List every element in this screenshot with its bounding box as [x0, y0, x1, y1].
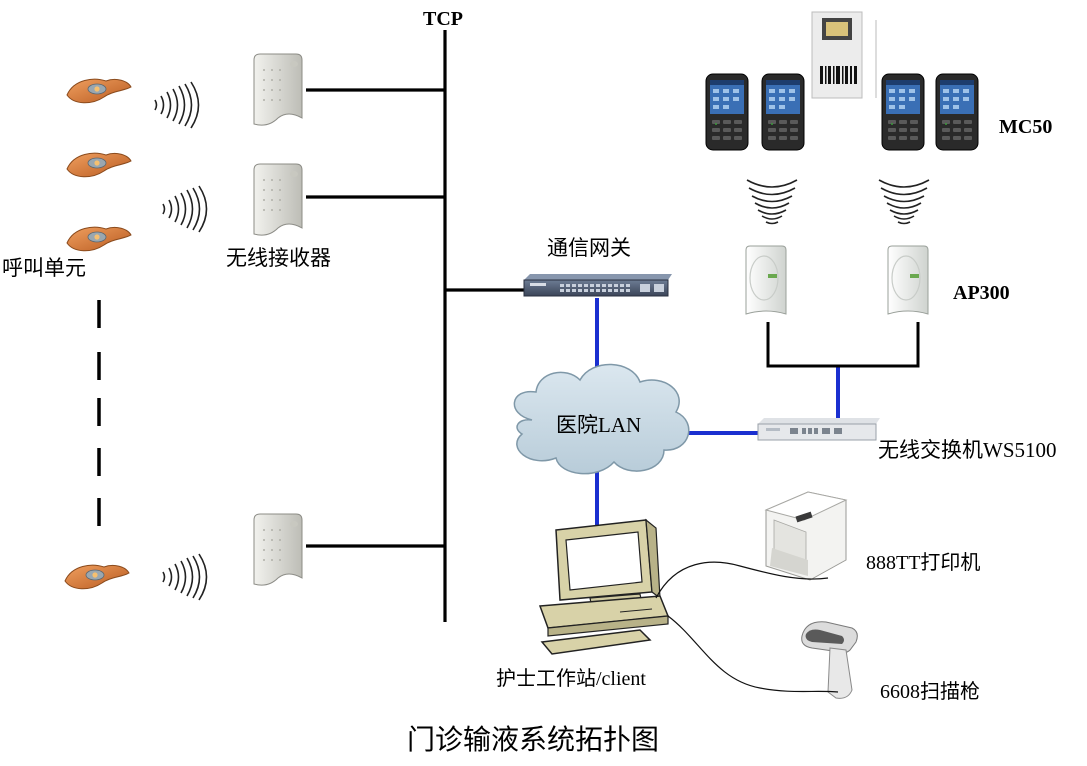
handheld-terminal-icon	[935, 73, 979, 151]
call-unit-icon	[66, 226, 132, 252]
workstation-label: 护士工作站/client	[496, 668, 646, 690]
wireless-signal-icon	[162, 185, 208, 233]
wireless-signal-icon	[878, 179, 930, 225]
barcode-scanner-icon	[801, 621, 858, 699]
call-units-label: 呼叫单元	[2, 256, 86, 280]
tcp-label: TCP	[423, 8, 463, 30]
receiver-icon	[253, 163, 303, 236]
printer-label: 888TT打印机	[866, 552, 981, 574]
wireless-signal-icon	[162, 553, 208, 601]
handheld-terminal-icon	[705, 73, 749, 151]
cloud-icon	[513, 363, 690, 475]
switch-label: 无线交换机WS5100	[878, 438, 1057, 462]
access-points	[745, 245, 929, 315]
receiver-icon	[253, 513, 303, 586]
workstation-computer-icon	[538, 518, 670, 655]
scanner-label: 6608扫描枪	[880, 681, 980, 703]
call-units	[64, 78, 132, 590]
mc50-label: MC50	[999, 116, 1053, 138]
ap300-label: AP300	[953, 282, 1010, 304]
wireless-signal-icon	[154, 81, 200, 129]
call-unit-icon	[66, 78, 132, 104]
printer-icon	[764, 491, 848, 581]
ap-uplinks	[766, 322, 920, 368]
tcp-bus	[306, 30, 525, 622]
peripheral-cables	[655, 561, 839, 693]
network-switch-icon	[523, 274, 672, 297]
wireless-signals-right	[746, 179, 930, 225]
access-point-icon	[887, 245, 929, 315]
handheld-terminal-icon	[881, 73, 925, 151]
wireless-signal-icon	[746, 179, 798, 225]
receiver-label: 无线接收器	[226, 246, 331, 270]
receivers	[253, 53, 303, 586]
handheld-terminal-icon	[761, 73, 805, 151]
diagram-caption: 门诊输液系统拓扑图	[407, 725, 660, 756]
wireless-switch-icon	[757, 418, 880, 441]
gateway-label: 通信网关	[547, 236, 631, 260]
barcode-label-card	[811, 11, 877, 99]
lan-label: 医院LAN	[556, 413, 642, 437]
call-unit-icon	[66, 152, 132, 178]
mc50-terminals	[705, 11, 979, 151]
wireless-signals-left	[154, 81, 208, 601]
call-unit-icon	[64, 564, 130, 590]
receiver-icon	[253, 53, 303, 126]
access-point-icon	[745, 245, 787, 315]
